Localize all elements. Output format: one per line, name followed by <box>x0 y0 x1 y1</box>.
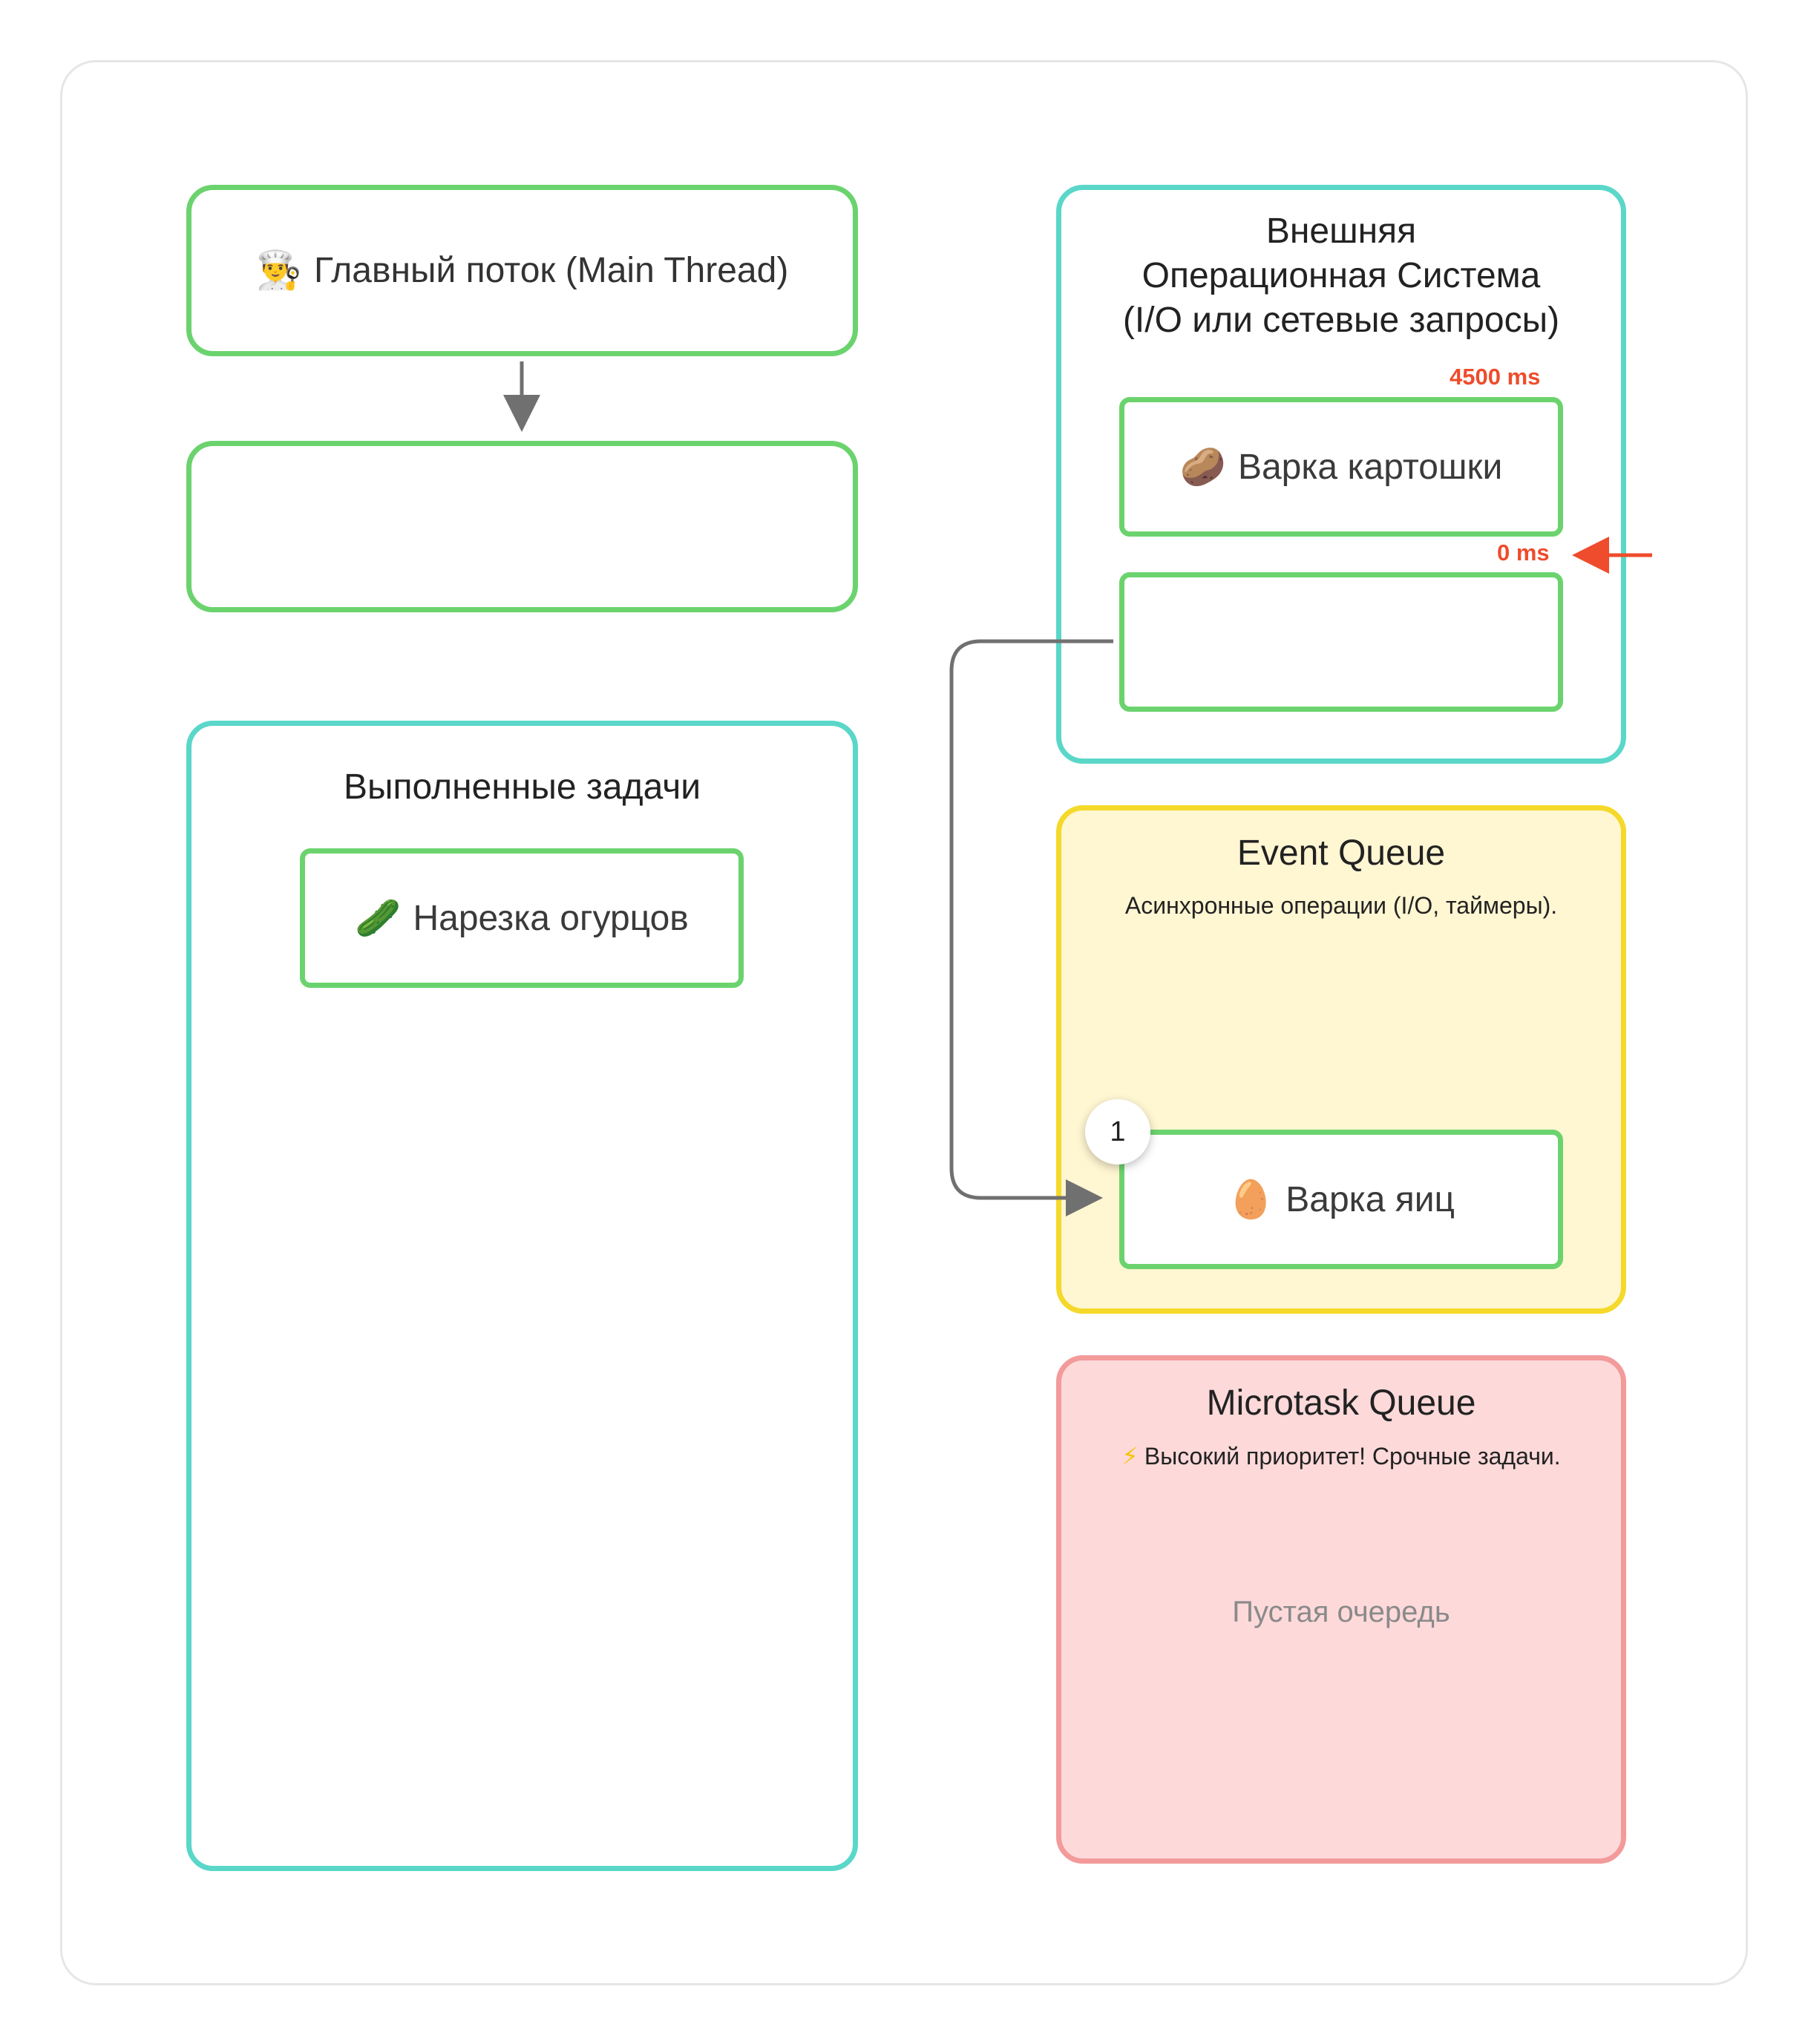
chef-icon: 👨‍🍳 <box>255 249 302 291</box>
call-stack-box <box>186 441 858 612</box>
microtask-empty-text: Пустая очередь <box>1232 1596 1450 1628</box>
microtask-queue-subtitle: Высокий приоритет! Срочные задачи. <box>1144 1443 1561 1470</box>
external-os-title-line2: Операционная Система <box>1142 256 1541 295</box>
external-os-title-line3: (I/O или сетевые запросы) <box>1122 301 1560 340</box>
microtask-queue-subtitle-row: ⚡Высокий приоритет! Срочные задачи. <box>1061 1442 1621 1470</box>
cucumber-task-card: 🥒 Нарезка огурцов <box>300 848 744 988</box>
microtask-queue-title: Microtask Queue <box>1206 1383 1476 1423</box>
potato-task-label: Варка картошки <box>1237 447 1503 487</box>
potato-icon: 🥔 <box>1179 445 1226 488</box>
main-thread-label: Главный поток (Main Thread) <box>313 251 789 290</box>
timer-label-top: 4500 ms <box>1450 364 1541 390</box>
potato-task-card: 🥔 Варка картошки <box>1119 397 1563 537</box>
cucumber-icon: 🥒 <box>355 897 402 939</box>
microtask-queue-panel: Microtask Queue ⚡Высокий приоритет! Сроч… <box>1056 1355 1626 1864</box>
queue-position-badge: 1 <box>1085 1099 1150 1165</box>
egg-task-label: Варка яиц <box>1285 1179 1455 1219</box>
event-queue-title: Event Queue <box>1237 833 1446 873</box>
main-thread-box: 👨‍🍳 Главный поток (Main Thread) <box>186 185 858 356</box>
external-os-title-line1: Внешняя <box>1265 212 1417 251</box>
egg-icon: 🥚 <box>1227 1178 1274 1220</box>
egg-task-card: 🥚 Варка яиц <box>1119 1130 1563 1269</box>
main-thread-label-row: 👨‍🍳 Главный поток (Main Thread) <box>191 190 853 351</box>
timer-label-bottom: 0 ms <box>1497 540 1550 566</box>
event-queue-subtitle: Асинхронные операции (I/O, таймеры). <box>1124 892 1558 919</box>
completed-tasks-title: Выполненные задачи <box>343 767 701 807</box>
cucumber-task-label: Нарезка огурцов <box>413 898 689 938</box>
os-empty-slot <box>1119 572 1563 712</box>
lightning-icon: ⚡ <box>1121 1443 1139 1470</box>
